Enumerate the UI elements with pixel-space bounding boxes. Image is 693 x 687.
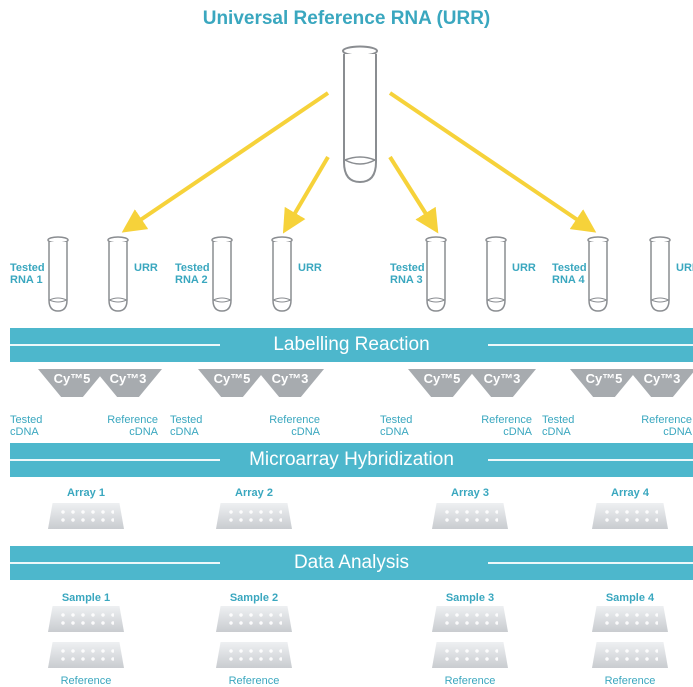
labelling-reaction-bar: Labelling Reaction: [10, 328, 693, 362]
reference-label: Reference: [228, 675, 280, 687]
array-label: Array 3: [451, 487, 489, 499]
distribution-arrows: [121, 91, 597, 234]
reference-label: Reference: [60, 675, 112, 687]
array-label: Array 1: [67, 487, 105, 499]
yellow-arrow-icon: [282, 155, 330, 234]
cy5-dye-icon: Cy™5: [198, 369, 266, 397]
urr-source-tube-icon: [342, 45, 378, 184]
urr-label: URR: [512, 262, 536, 274]
test-tube-icon: [47, 236, 69, 312]
sample-label: Sample 4: [605, 592, 655, 604]
cy5-dye-icon: Cy™5: [570, 369, 638, 397]
microarray-slide-icon: [432, 642, 508, 668]
sample-label: Sample 2: [229, 592, 279, 604]
yellow-arrow-icon: [121, 91, 330, 233]
test-tube-icon: [587, 236, 609, 312]
test-tube-icon: [649, 236, 671, 312]
urr-label: URR: [134, 262, 158, 274]
data-analysis-label: Data Analysis: [293, 552, 410, 573]
microarray-slide-icon: [592, 606, 668, 632]
sample-label: Sample 3: [445, 592, 495, 604]
test-tube-icon: [271, 236, 293, 312]
test-tube-icon: [211, 236, 233, 312]
cy3-dye-icon: Cy™3: [628, 369, 693, 397]
reference-label: Reference: [444, 675, 496, 687]
microarray-hybridization-label: Microarray Hybridization: [249, 449, 454, 470]
microarray-slide-icon: [592, 642, 668, 668]
microarray-hybridization-bar: Microarray Hybridization: [10, 443, 693, 477]
microarray-slide-icon: [432, 503, 508, 529]
cy3-dye-icon: Cy™3: [256, 369, 324, 397]
array-label: Array 4: [611, 487, 649, 499]
tested-rna-label: Tested RNA 3: [390, 262, 425, 286]
cy3-dye-icon: Cy™3: [468, 369, 536, 397]
test-tube-icon: [425, 236, 447, 312]
urr-label: URR: [676, 262, 693, 274]
yellow-arrow-icon: [388, 155, 439, 234]
microarray-slide-icon: [48, 503, 124, 529]
tested-rna-label: Tested RNA 4: [552, 262, 587, 286]
microarray-slide-icon: [48, 642, 124, 668]
data-analysis-bar: Data Analysis: [10, 546, 693, 580]
microarray-slide-icon: [432, 606, 508, 632]
reference-label: Reference: [604, 675, 656, 687]
cy3-dye-icon: Cy™3: [94, 369, 162, 397]
yellow-arrow-icon: [388, 91, 597, 233]
microarray-slide-icon: [592, 503, 668, 529]
test-tube-icon: [107, 236, 129, 312]
tested-rna-label: Tested RNA 2: [175, 262, 210, 286]
urr-label: URR: [298, 262, 322, 274]
sample-label: Sample 1: [61, 592, 111, 604]
test-tube-icon: [485, 236, 507, 312]
cy5-dye-icon: Cy™5: [408, 369, 476, 397]
cy5-dye-icon: Cy™5: [38, 369, 106, 397]
microarray-slide-icon: [216, 642, 292, 668]
diagram-title: Universal Reference RNA (URR): [202, 8, 491, 29]
microarray-slide-icon: [216, 606, 292, 632]
tested-rna-label: Tested RNA 1: [10, 262, 45, 286]
array-label: Array 2: [235, 487, 273, 499]
labelling-reaction-label: Labelling Reaction: [273, 334, 430, 355]
microarray-slide-icon: [48, 606, 124, 632]
microarray-slide-icon: [216, 503, 292, 529]
